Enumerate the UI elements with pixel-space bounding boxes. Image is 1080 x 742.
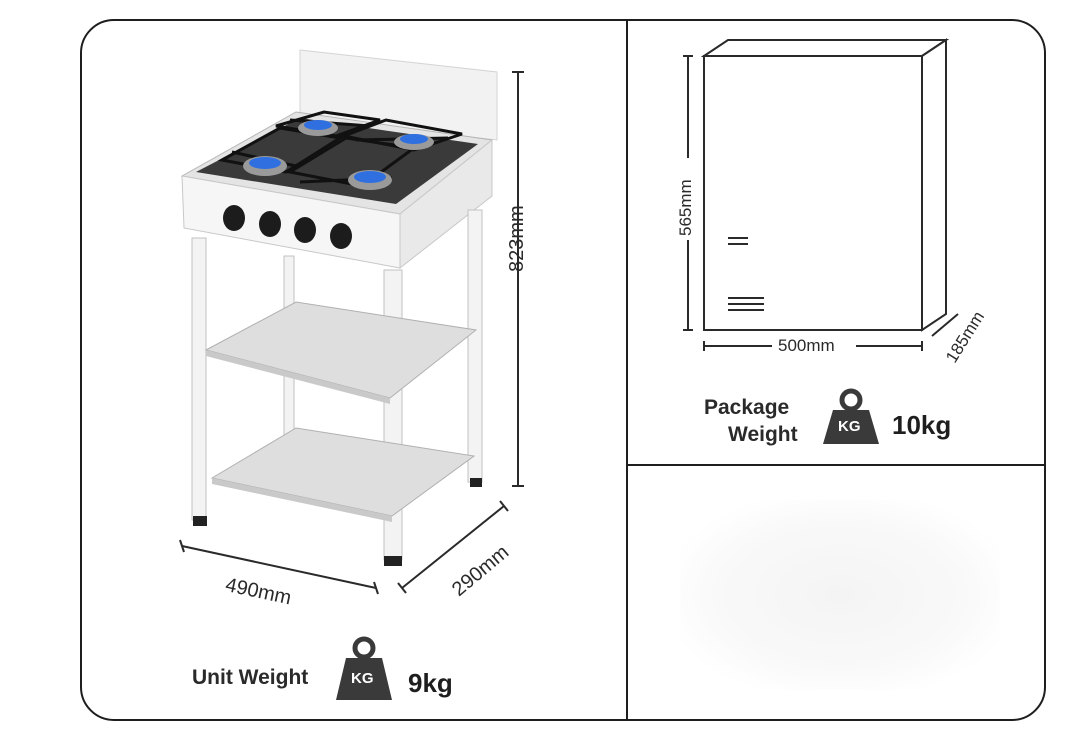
unit-weight-icon xyxy=(336,636,392,700)
control-knobs xyxy=(223,205,352,249)
unit-weight-title: Unit Weight xyxy=(192,666,309,689)
blurred-placeholder-panel xyxy=(680,500,1000,690)
unit-weight-value: 9kg xyxy=(408,668,453,698)
package-height-label: 565mm xyxy=(676,179,695,236)
stove-dimension-lines xyxy=(179,71,524,595)
unit-weight-badge: KG xyxy=(351,670,374,687)
package-weight-value: 10kg xyxy=(892,410,952,440)
spec-card-frame xyxy=(80,19,1046,721)
package-weight-title-line1: Package xyxy=(704,396,790,419)
row-divider xyxy=(627,464,1046,466)
package-weight-badge: KG xyxy=(838,418,861,435)
package-width-label: 500mm xyxy=(778,336,835,355)
package-weight-icon xyxy=(823,388,879,444)
package-weight-title-line2: Weight xyxy=(728,423,798,446)
gas-stove-illustration xyxy=(180,49,498,566)
burner-icons xyxy=(243,120,434,190)
package-dimension-lines xyxy=(683,55,959,351)
package-box-illustration xyxy=(700,38,950,332)
stove-height-label: 823mm xyxy=(506,205,528,272)
column-divider xyxy=(626,19,628,721)
